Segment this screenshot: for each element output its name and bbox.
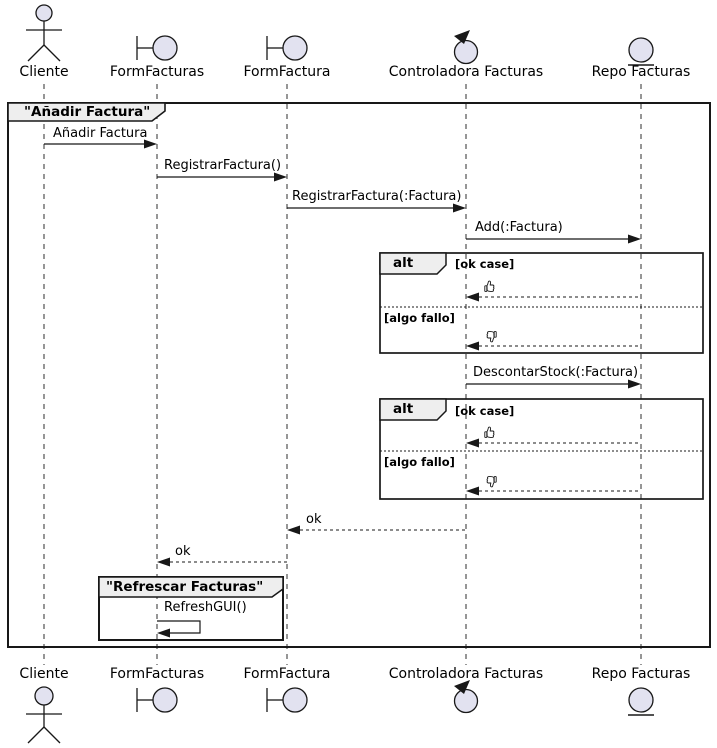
alt1-operator-label: alt	[393, 255, 414, 271]
participant-label-controladora-bottom: Controladora Facturas	[388, 666, 544, 682]
arrow-descontar-stock	[466, 379, 641, 389]
actor-icon-bottom	[26, 686, 62, 744]
boundary-icon-formfacturas-bottom	[136, 687, 178, 713]
arrow-registrar-factura-param	[287, 203, 466, 213]
boundary-icon-formfacturas-top	[136, 35, 178, 61]
main-frame-title: "Añadir Factura"	[24, 104, 151, 120]
participant-label-cliente-bottom: Cliente	[19, 666, 69, 682]
alt-frame-2-tab	[379, 398, 447, 421]
alt-frame-1	[379, 252, 704, 354]
message-refresh-gui: RefreshGUI()	[164, 600, 247, 615]
return-arrow-alt1-ok	[466, 292, 641, 302]
thumbs-down-icon	[486, 476, 497, 488]
alt2-operator-label: alt	[393, 401, 414, 417]
boundary-icon-formfactura-bottom	[266, 687, 308, 713]
alt1-guard-fail: [algo fallo]	[384, 311, 455, 325]
message-add-factura: Add(:Factura)	[475, 220, 563, 235]
alt-frame-1-tab	[379, 252, 447, 275]
return-arrows	[157, 292, 641, 567]
message-ok-to-formfacturas: ok	[175, 544, 191, 559]
control-icon-top	[453, 30, 479, 65]
alt2-guard-ok: [ok case]	[455, 404, 515, 418]
alt2-guard-fail: [algo fallo]	[384, 455, 455, 469]
participant-label-repo-top: Repo Facturas	[591, 64, 691, 80]
arrow-anadir-factura	[44, 139, 157, 149]
self-arrow-refresh-gui	[157, 620, 201, 638]
participant-label-repo-bottom: Repo Facturas	[591, 666, 691, 682]
return-arrow-alt2-fail	[466, 486, 641, 496]
alt-frame-2	[379, 398, 704, 500]
thumbs-up-icon	[484, 426, 495, 438]
return-arrow-ok-to-formfactura	[287, 525, 466, 535]
participant-label-formfacturas-top: FormFacturas	[109, 64, 205, 80]
message-ok-to-formfactura: ok	[306, 512, 322, 527]
message-descontar-stock: DescontarStock(:Factura)	[473, 365, 639, 380]
alt1-guard-ok: [ok case]	[455, 257, 515, 271]
arrow-registrar-factura	[157, 172, 287, 182]
boundary-icon-formfactura-top	[266, 35, 308, 61]
lifelines	[43, 84, 642, 665]
entity-icon-top	[628, 37, 654, 66]
arrow-add-factura	[466, 234, 641, 244]
group-frame-refrescar	[98, 576, 284, 641]
main-frame-title-tab	[7, 102, 166, 122]
thumbs-down-icon	[486, 331, 497, 343]
return-arrow-ok-to-formfacturas	[157, 557, 287, 567]
main-frame	[7, 102, 711, 648]
message-registrar-factura: RegistrarFactura()	[164, 158, 282, 173]
thumbs-up-icon	[484, 280, 495, 292]
actor-icon-top	[26, 4, 62, 62]
message-registrar-factura-param: RegistrarFactura(:Factura)	[292, 189, 462, 204]
control-icon-bottom	[453, 680, 479, 714]
participant-label-formfactura-top: FormFactura	[243, 64, 331, 80]
participant-label-formfacturas-bottom: FormFacturas	[109, 666, 205, 682]
participant-label-controladora-top: Controladora Facturas	[388, 64, 544, 80]
group-frame-title: "Refrescar Facturas"	[106, 579, 264, 595]
group-frame-title-tab	[98, 576, 284, 598]
return-arrow-alt2-ok	[466, 438, 641, 448]
participant-label-formfactura-bottom: FormFactura	[243, 666, 331, 682]
message-anadir-factura: Añadir Factura	[53, 126, 148, 141]
participant-label-cliente-top: Cliente	[19, 64, 69, 80]
call-arrows	[44, 139, 641, 389]
return-arrow-alt1-fail	[466, 341, 641, 351]
entity-icon-bottom	[628, 687, 654, 716]
